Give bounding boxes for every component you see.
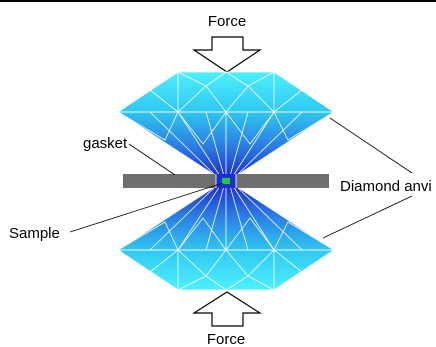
force-label-top: Force xyxy=(208,13,246,30)
anvil-leader-top xyxy=(329,117,413,174)
gasket-label: gasket xyxy=(83,135,128,152)
sample-label: Sample xyxy=(9,225,60,242)
force-arrow-bottom xyxy=(191,291,263,327)
gasket-leader xyxy=(128,143,176,176)
top-diamond-anvil xyxy=(116,71,336,177)
force-label-bottom: Force xyxy=(207,331,245,347)
force-arrow-top xyxy=(192,36,262,73)
anvil-leader-bottom xyxy=(322,195,413,239)
diamond-anvils-label: Diamond anvi xyxy=(340,178,432,195)
bottom-diamond-anvil xyxy=(116,185,336,291)
sample-leader xyxy=(69,182,224,233)
sample-chip xyxy=(222,178,230,184)
